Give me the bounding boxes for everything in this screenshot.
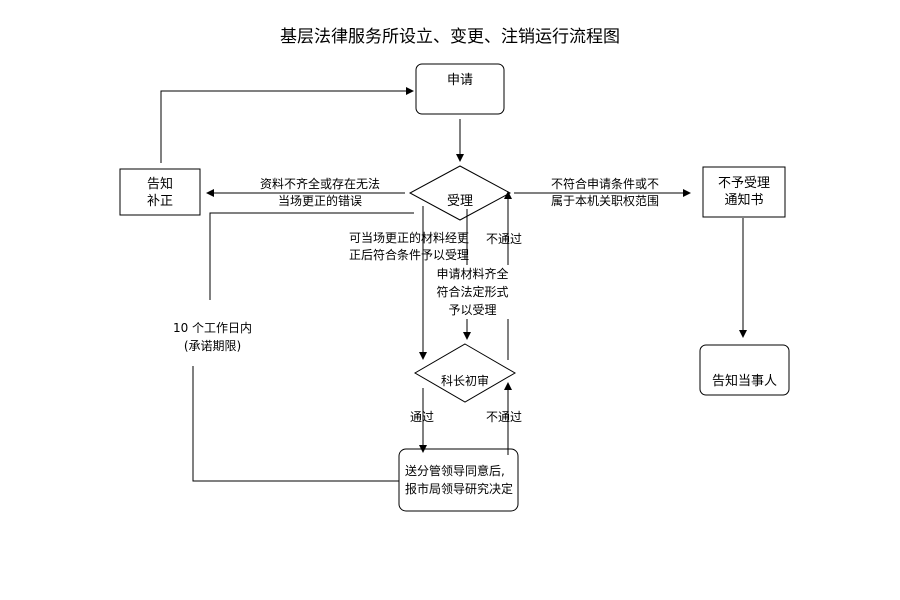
reject-label-line1: 不予受理: [717, 176, 770, 191]
edge-correct-apply: [160, 87, 414, 163]
correct-label-line1: 告知: [146, 177, 173, 192]
fix-accept-edge-label: 可当场更正的材料经更 正后符合条件予以受理: [334, 230, 469, 264]
decide-label-line1: 送分管领导同意后,: [405, 464, 505, 478]
apply-node: [415, 63, 505, 115]
incomplete-edge-label-line2: 当场更正的错误: [277, 194, 362, 208]
fix-accept-edge-label-line1: 可当场更正的材料经更: [348, 231, 469, 245]
accept-label: 受理: [446, 194, 473, 209]
deadline-label-line2: (承诺期限): [183, 339, 242, 353]
complete-edge-label: 申请材料齐全 符合法定形式 予以受理: [425, 265, 520, 319]
review-label: 科长初审: [440, 374, 489, 388]
decide-label: 送分管领导同意后, 报市局领导研究决定: [405, 462, 520, 498]
complete-edge-label-line1: 申请材料齐全: [436, 267, 509, 281]
not-eligible-edge-label-line2: 属于本机关职权范围: [550, 194, 659, 208]
pass-edge-label: 通过: [410, 410, 435, 424]
reject-label-line2: 通知书: [724, 193, 764, 208]
correct-label: 告知 补正: [120, 176, 200, 210]
notify-node: [699, 344, 790, 396]
correct-node: [119, 168, 201, 216]
deadline-line-bottom: [192, 366, 399, 482]
incomplete-edge-label-line1: 资料不齐全或存在无法: [259, 177, 380, 191]
complete-edge-label-line3: 予以受理: [448, 303, 497, 317]
diagram-title: 基层法律服务所设立、变更、注销运行流程图: [280, 27, 620, 47]
not-eligible-edge-label: 不符合申请条件或不 属于本机关职权范围: [530, 176, 680, 210]
not-eligible-edge-label-line1: 不符合申请条件或不: [550, 177, 659, 191]
apply-label: 申请: [446, 73, 473, 88]
fail-review-edge-label: 不通过: [486, 232, 523, 246]
review-node: [414, 343, 516, 403]
reject-node: [702, 166, 786, 218]
incomplete-edge-label: 资料不齐全或存在无法 当场更正的错误: [245, 176, 395, 210]
reject-label: 不予受理 通知书: [703, 175, 785, 209]
decide-label-line2: 报市局领导研究决定: [405, 482, 514, 496]
fail-decide-edge-label: 不通过: [486, 410, 523, 424]
deadline-label-line1: 10 个工作日内: [172, 321, 253, 335]
accept-node: [408, 165, 512, 221]
fix-accept-edge-label-line2: 正后符合条件予以受理: [348, 248, 469, 262]
correct-label-line2: 补正: [146, 194, 173, 209]
deadline-label: 10 个工作日内 (承诺期限): [160, 319, 265, 355]
complete-edge-label-line2: 符合法定形式: [436, 285, 509, 299]
deadline-line-top: [209, 212, 414, 300]
notify-label: 告知当事人: [711, 374, 777, 389]
decide-node: [398, 448, 519, 512]
